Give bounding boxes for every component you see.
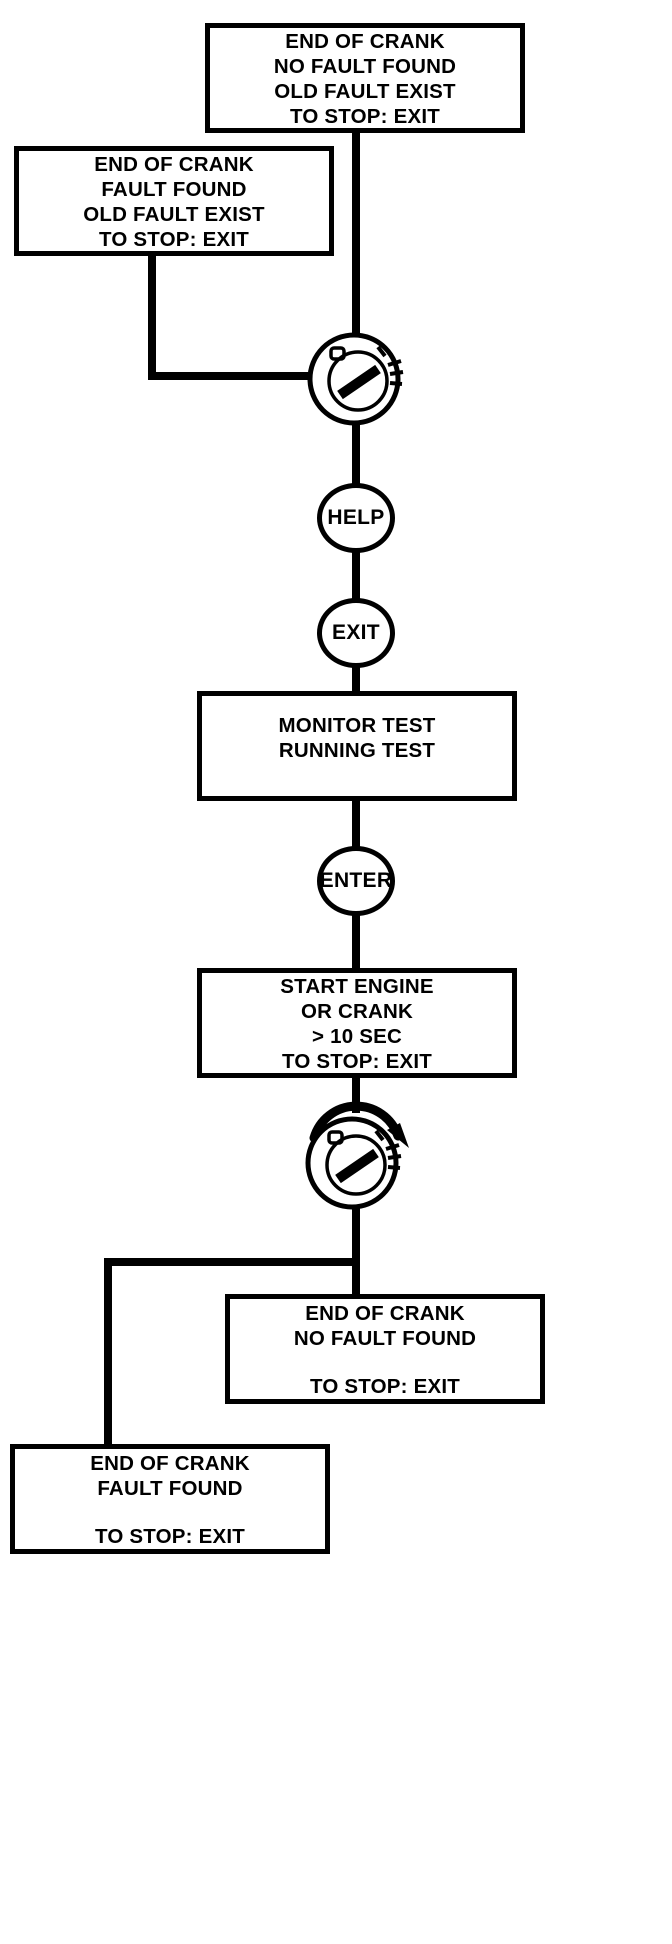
connector-top-box-to-keyswitch (352, 128, 360, 363)
box-line: > 10 SEC (312, 1025, 402, 1048)
key-exit[interactable]: EXIT (317, 598, 395, 668)
box-line: END OF CRANK (305, 1302, 465, 1325)
box-start-engine: START ENGINE OR CRANK > 10 SEC TO STOP: … (197, 968, 517, 1078)
box-line: MONITOR TEST (278, 714, 436, 737)
key-enter[interactable]: ENTER (317, 846, 395, 916)
box-line: TO STOP: EXIT (310, 1375, 460, 1398)
connector-branch-bar (104, 1258, 360, 1266)
connector-monitor-to-enter (352, 796, 360, 850)
connector-fault-box-down (148, 252, 156, 380)
box-line: END OF CRANK (94, 153, 254, 176)
box-end-of-crank-fault: END OF CRANK FAULT FOUND TO STOP: EXIT (10, 1444, 330, 1554)
box-line: TO STOP: EXIT (282, 1050, 432, 1073)
connector-help-to-exit (352, 550, 360, 602)
box-monitor-test: MONITOR TEST RUNNING TEST (197, 691, 517, 801)
box-line: FAULT FOUND (101, 178, 247, 201)
ignition-key-switch-lower[interactable] (292, 1096, 416, 1216)
box-line: END OF CRANK (90, 1452, 250, 1475)
connector-lower-keyswitch-down (352, 1206, 360, 1264)
key-help[interactable]: HELP (317, 483, 395, 553)
connector-branch-right-down (352, 1258, 360, 1298)
connector-fault-box-right (148, 372, 318, 380)
connector-enter-to-start-box (352, 912, 360, 972)
key-enter-label: ENTER (319, 869, 393, 892)
key-switch-rotate-icon (305, 1101, 409, 1210)
connector-exit-to-monitor-box (352, 664, 360, 694)
connector-keyswitch-to-help (352, 420, 360, 486)
box-line: NO FAULT FOUND (273, 55, 457, 78)
box-line: RUNNING TEST (278, 739, 436, 762)
box-line: TO STOP: EXIT (290, 105, 440, 128)
box-end-of-crank-no-fault: END OF CRANK NO FAULT FOUND TO STOP: EXI… (225, 1294, 545, 1404)
key-help-label: HELP (327, 506, 385, 529)
box-line: START ENGINE (280, 975, 434, 998)
box-end-of-crank-no-fault-old-fault: END OF CRANK NO FAULT FOUND OLD FAULT EX… (205, 23, 525, 133)
key-exit-label: EXIT (332, 621, 380, 644)
ignition-key-switch-upper[interactable] (302, 323, 406, 427)
key-switch-icon (307, 332, 404, 426)
box-line: END OF CRANK (285, 30, 445, 53)
box-line: FAULT FOUND (97, 1477, 243, 1500)
box-line: TO STOP: EXIT (95, 1525, 245, 1548)
box-line: OR CRANK (300, 1000, 414, 1023)
connector-branch-left-down (104, 1258, 112, 1450)
box-line: NO FAULT FOUND (293, 1327, 477, 1350)
box-line: OLD FAULT EXIST (83, 203, 265, 226)
box-line: OLD FAULT EXIST (274, 80, 456, 103)
connector-start-box-to-keyswitch (352, 1073, 360, 1113)
box-end-of-crank-fault-old-fault: END OF CRANK FAULT FOUND OLD FAULT EXIST… (14, 146, 334, 256)
box-line: TO STOP: EXIT (99, 228, 249, 251)
